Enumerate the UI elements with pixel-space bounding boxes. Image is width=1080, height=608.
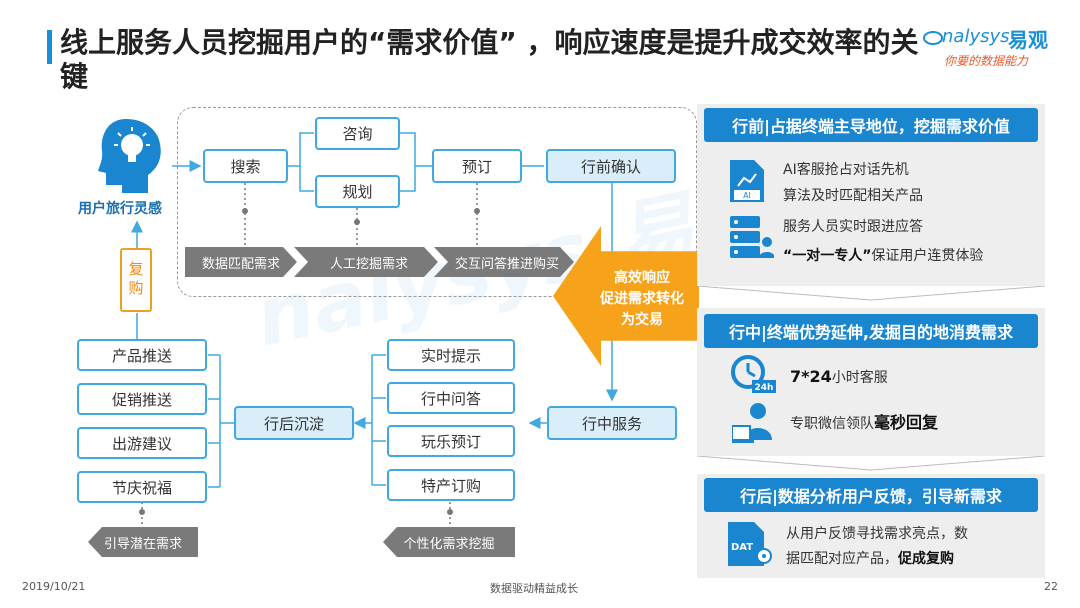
footer-slogan: 数据驱动精益成长 xyxy=(490,582,578,595)
panel-divider-1 xyxy=(697,286,1045,301)
response-arrow-text: 高效响应 促进需求转化 为交易 xyxy=(600,270,684,328)
during-trip-heading: 行中|终端优势延伸,发掘目的地消费需求 xyxy=(704,314,1038,348)
book-node: 预订 xyxy=(432,149,522,183)
analysys-logo: nalysys 易观 你要的数据能力 xyxy=(922,24,1062,74)
pre-line2: 算法及时匹配相关产品 xyxy=(783,188,923,204)
server-agent-icon xyxy=(730,216,774,258)
post-trip-heading: 行后|数据分析用户反馈，引导新需求 xyxy=(704,478,1038,512)
laptop-agent-icon xyxy=(732,403,772,443)
post-settle-node: 行后沉淀 xyxy=(234,406,354,440)
repurchase-node: 复购 xyxy=(120,248,152,312)
step-data-match: 数据匹配需求 xyxy=(185,247,297,277)
logo-en: nalysys xyxy=(942,26,1010,47)
promo-push-node: 促销推送 xyxy=(77,383,207,415)
pre-confirm-node: 行前确认 xyxy=(546,149,676,183)
pre-line4: “一对一专人”保证用户连贯体验 xyxy=(783,248,984,264)
during-service-node: 行中服务 xyxy=(547,406,677,440)
during-qa-node: 行中问答 xyxy=(387,382,515,414)
logo-swirl-icon xyxy=(923,31,943,45)
thinking-head-icon xyxy=(98,119,161,193)
plan-node: 规划 xyxy=(315,175,400,208)
page-number: 22 xyxy=(1044,580,1058,593)
local-goods-node: 特产订购 xyxy=(387,469,515,501)
user-inspiration-label: 用户旅行灵感 xyxy=(78,201,162,217)
title-accent-bar xyxy=(47,30,52,64)
travel-advice-node: 出游建议 xyxy=(77,427,207,459)
pre-line3: 服务人员实时跟进应答 xyxy=(783,219,923,235)
page-title: 线上服务人员挖掘用户的“需求价值” ，响应速度是提升成交效率的关键 xyxy=(60,26,919,93)
personal-mining-tag: 个性化需求挖掘 xyxy=(383,527,515,557)
logo-cn: 易观 xyxy=(1008,28,1048,52)
holiday-greet-node: 节庆祝福 xyxy=(77,471,207,503)
pre-trip-panel xyxy=(177,107,697,297)
data-file-icon: DAT xyxy=(728,522,772,566)
consult-node: 咨询 xyxy=(315,117,400,150)
realtime-tip-node: 实时提示 xyxy=(387,339,515,371)
clock-24h-icon: 24h xyxy=(731,355,776,393)
pre-line1: AI客服抢占对话先机 xyxy=(783,162,909,178)
footer-date: 2019/10/21 xyxy=(22,580,86,593)
logo-tagline: 你要的数据能力 xyxy=(944,54,1029,68)
guide-latent-tag: 引导潜在需求 xyxy=(88,527,198,557)
step-interactive-qa: 交互问答推进购买 xyxy=(434,247,574,277)
step-manual-mining: 人工挖掘需求 xyxy=(294,247,438,277)
svg-text:24h: 24h xyxy=(755,383,774,393)
during-line2: 专职微信领队毫秒回复 xyxy=(790,413,939,432)
fun-booking-node: 玩乐预订 xyxy=(387,425,515,457)
ai-document-icon: AI xyxy=(730,160,764,202)
pre-trip-heading: 行前|占据终端主导地位，挖掘需求价值 xyxy=(704,108,1038,142)
svg-text:DAT: DAT xyxy=(731,542,753,553)
post-line1: 从用户反馈寻找需求亮点，数 xyxy=(786,526,968,542)
product-push-node: 产品推送 xyxy=(77,339,207,371)
search-node: 搜索 xyxy=(203,149,288,183)
svg-text:AI: AI xyxy=(743,191,751,200)
panel-divider-2 xyxy=(697,456,1045,471)
post-line2: 据匹配对应产品，促成复购 xyxy=(786,551,954,567)
during-line1: 7*24小时客服 xyxy=(790,367,888,386)
